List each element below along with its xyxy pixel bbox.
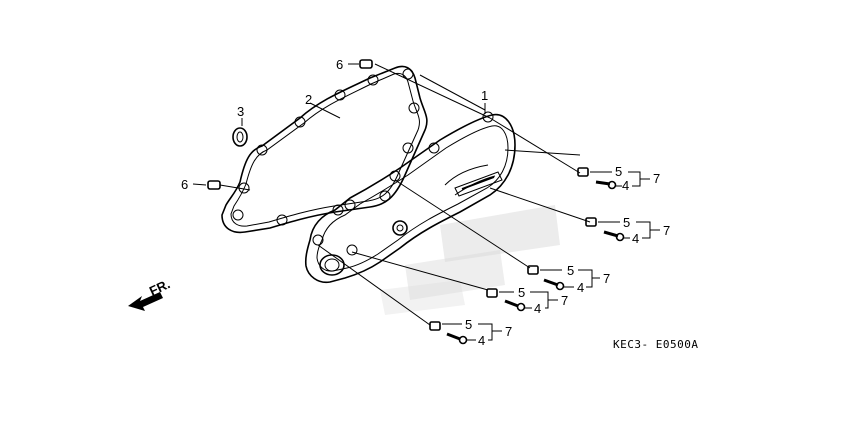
gasket [221, 65, 428, 234]
background-shading [380, 205, 560, 315]
callout-7-g1: 7 [653, 171, 660, 186]
figure-code: KEC3- E0500A [613, 338, 698, 351]
callout-7-g5: 7 [505, 324, 512, 339]
callout-7-g2: 7 [663, 223, 670, 238]
callout-5-g2: 5 [623, 215, 630, 230]
callout-4-g1: 4 [622, 178, 629, 193]
fastener-group-4 [486, 288, 526, 312]
callout-5-g3: 5 [567, 263, 574, 278]
callout-3: 3 [237, 104, 244, 119]
callout-5-g4: 5 [518, 285, 525, 300]
front-direction-arrow: FR. [128, 276, 172, 311]
callout-7-g3: 7 [603, 271, 610, 286]
callout-6-top: 6 [336, 57, 343, 72]
fastener-group-3 [527, 265, 565, 291]
leader-lines [192, 63, 660, 341]
callout-4-g5: 4 [478, 333, 485, 348]
projection-lines [219, 63, 591, 326]
callout-5-g1: 5 [615, 164, 622, 179]
callout-5-g5: 5 [465, 317, 472, 332]
callout-4-g4: 4 [534, 301, 541, 316]
brand-badge [454, 171, 503, 197]
fastener-group-2 [585, 217, 625, 242]
dowel-pin-top [359, 59, 373, 69]
callout-2: 2 [305, 92, 312, 107]
callout-1: 1 [481, 88, 488, 103]
callout-7-g4: 7 [561, 293, 568, 308]
dowel-pin-left [207, 180, 221, 190]
fastener-group-5 [429, 321, 468, 345]
fastener-group-1 [577, 167, 617, 190]
callout-4-g2: 4 [632, 231, 639, 246]
callout-6-left: 6 [181, 177, 188, 192]
direction-label: FR. [147, 276, 172, 298]
oil-seal [232, 127, 248, 147]
callout-4-g3: 4 [577, 280, 584, 295]
crankcase-cover [304, 111, 516, 284]
